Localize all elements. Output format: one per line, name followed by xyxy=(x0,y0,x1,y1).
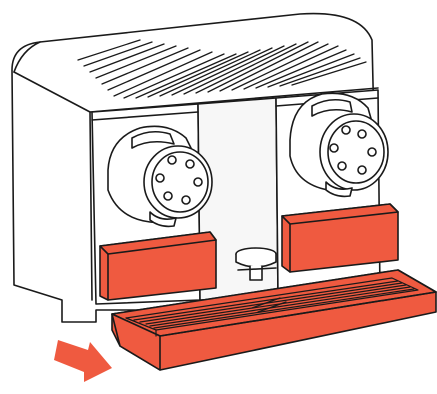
arrow-right-icon xyxy=(54,340,112,382)
right-capsule-drawer xyxy=(282,204,398,272)
